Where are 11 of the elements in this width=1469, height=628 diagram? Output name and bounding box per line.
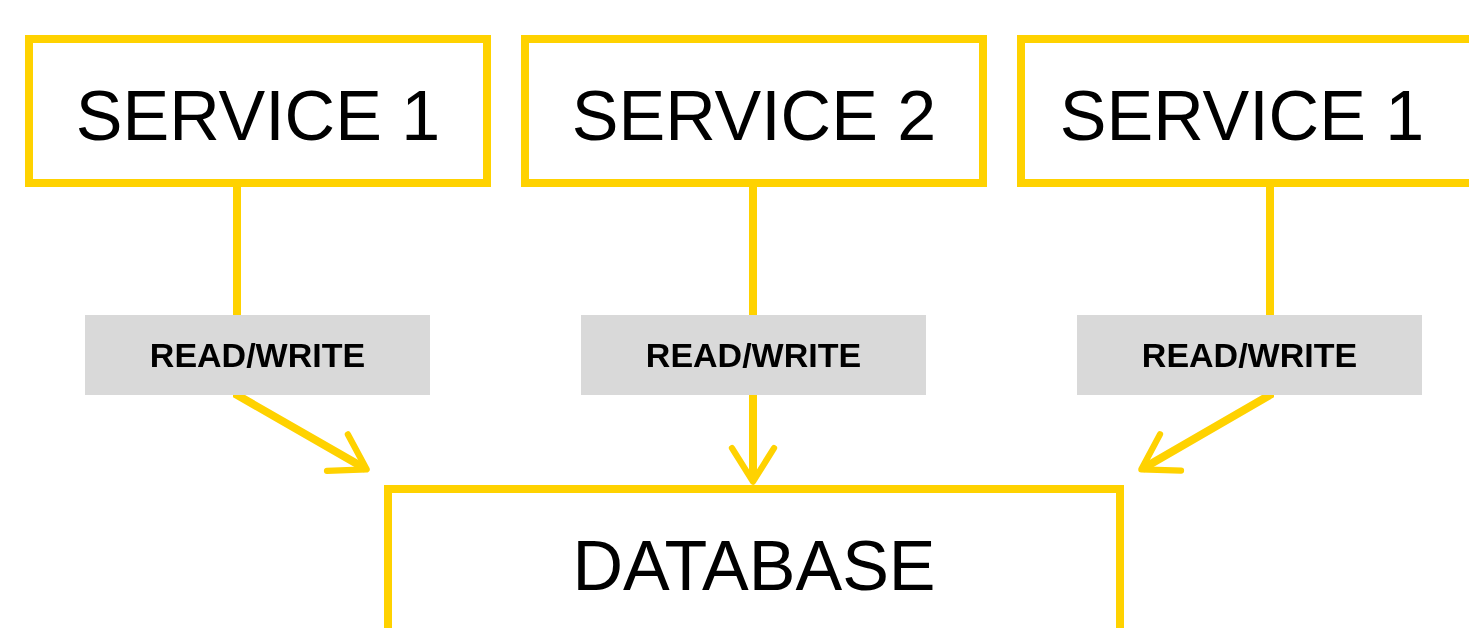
node-label: SERVICE 1 (75, 81, 441, 157)
edge-label: READ/WRITE (581, 315, 926, 395)
node-label: SERVICE 2 (571, 81, 937, 157)
database-box (384, 485, 1124, 628)
node-label: SERVICE 1 (1059, 81, 1425, 157)
edge-label: READ/WRITE (85, 315, 430, 395)
edge-label: READ/WRITE (1077, 315, 1422, 395)
node-label: DATABASE (572, 531, 936, 607)
service-box (1017, 35, 1469, 187)
service-box (25, 35, 491, 187)
service-box (521, 35, 987, 187)
